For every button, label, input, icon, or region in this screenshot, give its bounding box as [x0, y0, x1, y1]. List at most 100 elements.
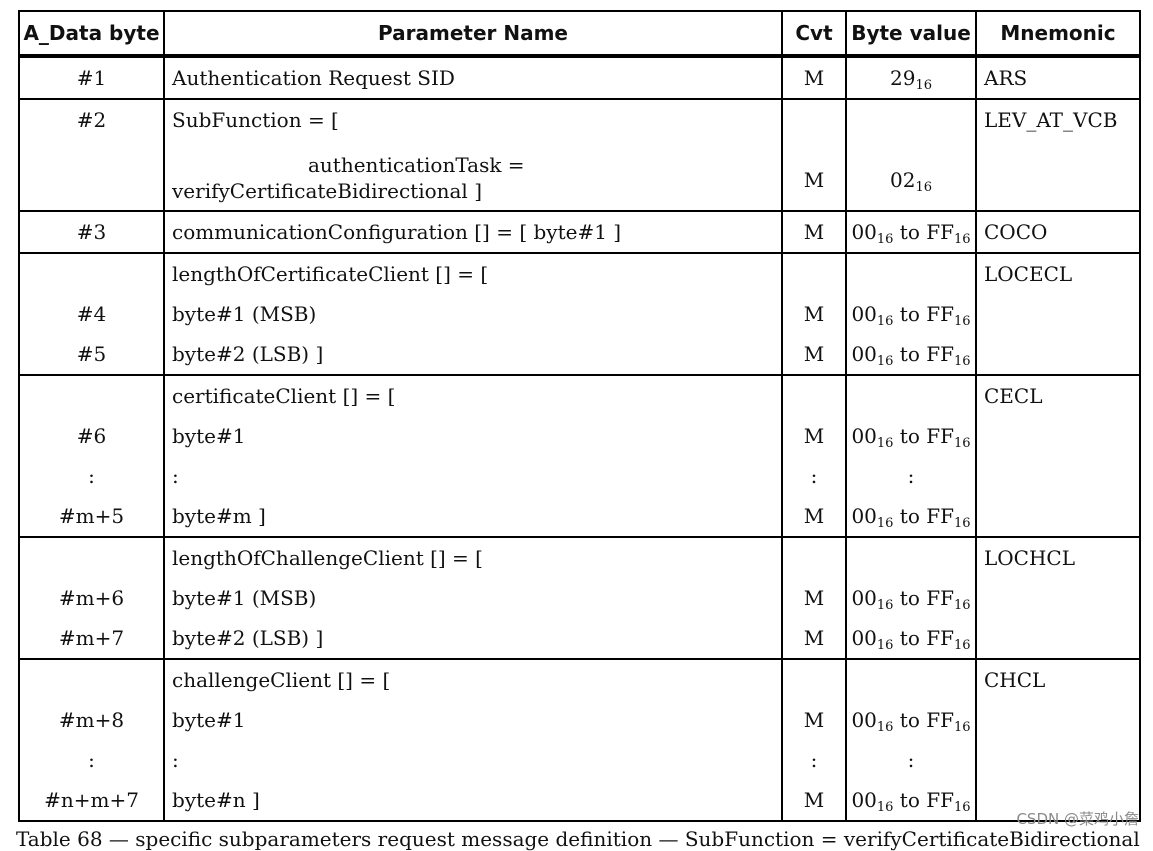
- cvt-value: M: [803, 788, 825, 812]
- parameter-name: byte#m ]: [172, 504, 266, 528]
- parameter-cell: challengeClient [] = [byte#1:byte#n ]: [163, 658, 783, 822]
- range-from-subscript: 16: [876, 720, 894, 735]
- range-from: 00: [851, 504, 877, 528]
- byte-value: 0016 to FF16: [847, 334, 975, 374]
- range-from-subscript: 16: [876, 436, 894, 451]
- table-row: #3 communicationConfiguration [] = [ byte…: [18, 210, 1141, 254]
- value-subscript: 16: [915, 180, 932, 195]
- cvt-value: M: [803, 424, 825, 448]
- mnemonic-cell: LEV_AT_VCB: [975, 98, 1141, 212]
- byte-label: :: [88, 748, 95, 772]
- byte-value: 0216: [847, 140, 975, 210]
- range-to-subscript: 16: [954, 598, 971, 613]
- cvt-cell: M:M: [781, 658, 847, 822]
- value-text: :: [907, 464, 915, 488]
- definition-table: A_Data byte Parameter Name Cvt Byte valu…: [18, 10, 1141, 822]
- header-row: A_Data byte Parameter Name Cvt Byte valu…: [18, 10, 1141, 58]
- parameter-cell: lengthOfCertificateClient [] = [byte#1 (…: [163, 252, 783, 376]
- range-to-word: to: [899, 302, 920, 326]
- mnemonic-cell: ARS: [975, 55, 1141, 100]
- cvt-value: [783, 254, 845, 294]
- parameter-name: communicationConfiguration [] = [ byte#1…: [172, 220, 622, 244]
- range-from: 00: [851, 788, 877, 812]
- parameter-cell: certificateClient [] = [byte#1:byte#m ]: [163, 374, 783, 538]
- value-cell: 2916: [845, 55, 977, 100]
- parameter-cell: communicationConfiguration [] = [ byte#1…: [163, 210, 783, 254]
- byte-value: [847, 538, 975, 578]
- cvt-cell: M: [781, 55, 847, 100]
- parameter-name: authenticationTask =: [308, 153, 525, 177]
- range-from-subscript: 16: [876, 638, 894, 653]
- byte-value: [847, 254, 975, 294]
- value-subscript: 16: [915, 78, 932, 93]
- byte-value: :: [847, 456, 975, 496]
- byte-label: #3: [76, 220, 107, 244]
- byte-cell: #2: [18, 98, 165, 212]
- cvt-cell: M: [781, 98, 847, 212]
- mnemonic-label: COCO: [984, 220, 1048, 244]
- parameter-cell: SubFunction = [authenticationTask =verif…: [163, 98, 783, 212]
- value-text: 02: [890, 168, 916, 192]
- byte-label: #m+6: [58, 586, 125, 610]
- header-byte-value: Byte value: [845, 10, 977, 58]
- byte-value: 0016 to FF16: [847, 294, 975, 334]
- parameter-name: verifyCertificateBidirectional ]: [172, 179, 482, 203]
- range-from-subscript: 16: [876, 800, 894, 815]
- byte-cell: #3: [18, 210, 165, 254]
- range-to-word: to: [899, 220, 920, 244]
- range-to-word: to: [899, 626, 920, 650]
- mnemonic-label: LEV_AT_VCB: [984, 108, 1118, 132]
- range-to-word: to: [899, 342, 920, 366]
- parameter-wrap: authenticationTask =verifyCertificateBid…: [165, 140, 781, 210]
- header-a-data-byte: A_Data byte: [18, 10, 165, 58]
- cvt-value: M: [803, 302, 825, 326]
- cvt-cell: M: [781, 210, 847, 254]
- parameter-name: byte#1: [172, 424, 246, 448]
- mnemonic-label: ARS: [984, 66, 1028, 90]
- range-to: FF: [926, 626, 954, 650]
- byte-label: [20, 254, 163, 294]
- parameter-name: :: [172, 464, 179, 488]
- range-from-subscript: 16: [876, 314, 894, 329]
- mnemonic-cell: LOCHCL: [975, 536, 1141, 660]
- byte-label: #n+m+7: [44, 788, 139, 812]
- table-caption: Table 68 — specific subparameters reques…: [16, 827, 1140, 851]
- parameter-name: byte#n ]: [172, 788, 260, 812]
- parameter-name: lengthOfChallengeClient [] = [: [172, 546, 483, 570]
- range-to-subscript: 16: [954, 436, 971, 451]
- byte-label: #6: [76, 424, 107, 448]
- byte-cell: #1: [18, 55, 165, 100]
- cvt-value: M: [803, 342, 825, 366]
- parameter-cell: lengthOfChallengeClient [] = [byte#1 (MS…: [163, 536, 783, 660]
- parameter-name: byte#1: [172, 708, 246, 732]
- byte-label: [20, 660, 163, 700]
- byte-label: #m+5: [58, 504, 125, 528]
- cvt-value: M: [803, 504, 825, 528]
- byte-cell: #6: #m+5: [18, 374, 165, 538]
- byte-value: 0016 to FF16: [847, 780, 975, 820]
- range-to: FF: [926, 220, 954, 244]
- value-cell: 0216: [845, 98, 977, 212]
- value-cell: 0016 to FF16: [845, 210, 977, 254]
- range-to-subscript: 16: [954, 354, 971, 369]
- byte-value: [847, 100, 975, 140]
- range-from: 00: [851, 424, 877, 448]
- byte-label: :: [88, 464, 95, 488]
- cvt-value: M: [803, 586, 825, 610]
- mnemonic-cell: CHCL: [975, 658, 1141, 822]
- cvt-value: M: [803, 220, 825, 244]
- cvt-value: M: [803, 168, 825, 192]
- byte-value: 0016 to FF16: [847, 212, 975, 252]
- range-to: FF: [926, 342, 954, 366]
- cvt-cell: M:M: [781, 374, 847, 538]
- parameter-cell: Authentication Request SID: [163, 55, 783, 100]
- parameter-name: challengeClient [] = [: [172, 668, 391, 692]
- header-parameter-name: Parameter Name: [163, 10, 783, 58]
- mnemonic-cell: COCO: [975, 210, 1141, 254]
- range-to-word: to: [899, 586, 920, 610]
